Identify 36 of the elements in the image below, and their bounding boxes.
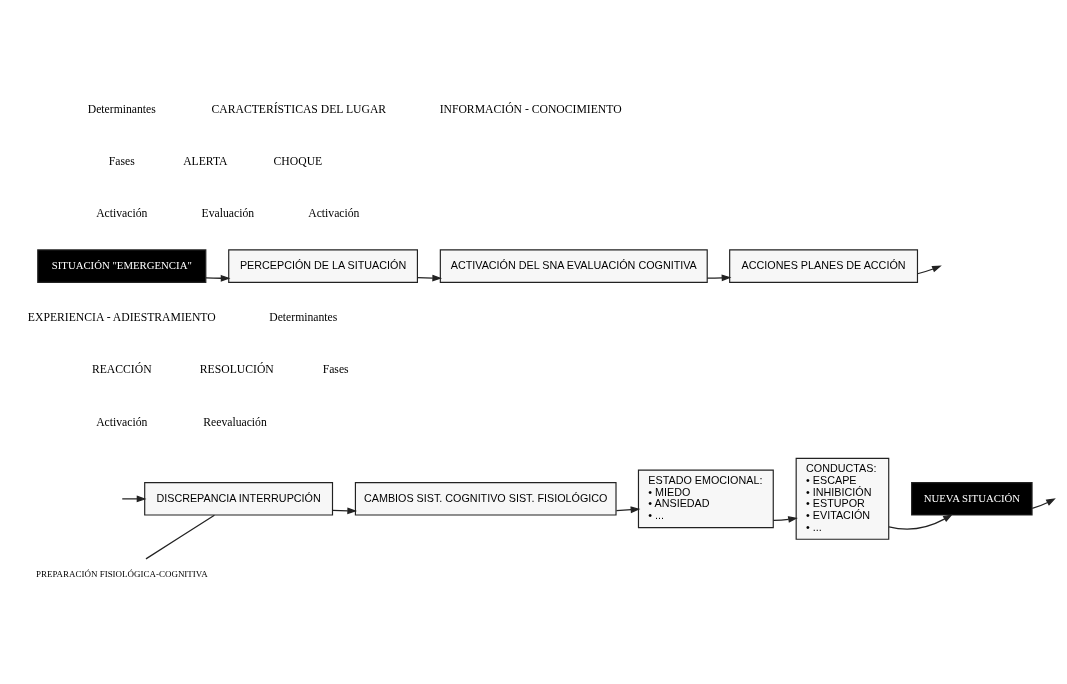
- label: CARACTERÍSTICAS DEL LUGAR: [211, 102, 387, 116]
- label: EXPERIENCIA - ADIESTRAMIENTO: [27, 310, 216, 324]
- node-box: CONDUCTAS: • ESCAPE • INHIBICIÓN • ESTUPOR • EVITACIÓN • ...: [795, 457, 890, 540]
- node-box: NUEVA SITUACIÓN: [911, 481, 1033, 516]
- arrow: [121, 495, 147, 502]
- node-box: ACTIVACIÓN DEL SNA EVALUACIÓN COGNITIVA: [439, 248, 708, 283]
- label: Determinantes: [87, 102, 156, 116]
- label: RESOLUCIÓN: [199, 362, 274, 376]
- node-box: CAMBIOS SIST. COGNITIVO SIST. FISIOLÓGICO: [354, 481, 617, 516]
- arrow: [772, 515, 798, 523]
- node-box: PERCEPCIÓN DE LA SITUACIÓN: [228, 248, 418, 283]
- label: Activación: [96, 415, 148, 429]
- label: Activación: [308, 206, 360, 220]
- arrow: [416, 274, 443, 281]
- arrow: [916, 265, 942, 274]
- node-box: SITUACIÓN "EMERGENCIA": [37, 248, 207, 283]
- node-box: ESTADO EMOCIONAL: • MIEDO • ANSIEDAD • ...: [637, 469, 774, 528]
- label: Reevaluación: [203, 415, 267, 429]
- arrow: [888, 513, 953, 530]
- label: ALERTA: [183, 154, 228, 168]
- label: Fases: [322, 362, 349, 376]
- connector: [145, 514, 216, 560]
- label: REACCIÓN: [91, 362, 152, 376]
- node-text: PREPARACIÓN FISIOLÓGICA-COGNITIVA: [35, 568, 208, 579]
- node-box: ACCIONES PLANES DE ACCIÓN: [729, 248, 919, 283]
- arrow: [205, 274, 231, 282]
- label: INFORMACIÓN - CONOCIMIENTO: [439, 102, 622, 116]
- label: Determinantes: [269, 310, 338, 324]
- node-box: DISCREPANCIA INTERRUPCIÓN: [144, 481, 334, 516]
- label: Fases: [108, 154, 135, 168]
- arrow: [706, 273, 732, 281]
- label: CHOQUE: [273, 154, 323, 168]
- label: Activación: [96, 206, 148, 220]
- arrow: [615, 505, 641, 513]
- label: Evaluación: [201, 206, 255, 220]
- arrow: [1031, 497, 1056, 509]
